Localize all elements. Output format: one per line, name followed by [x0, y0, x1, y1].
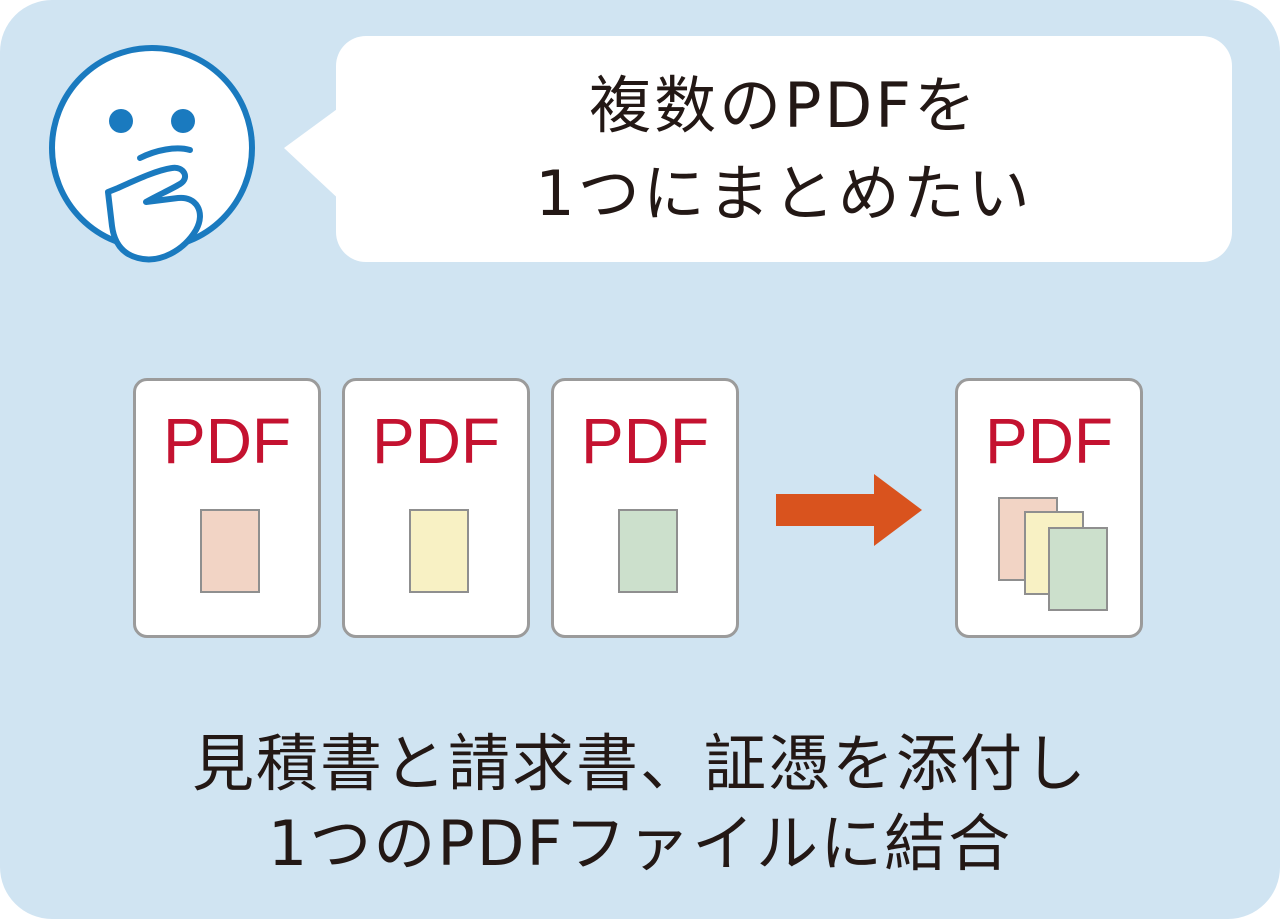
pdf-label: PDF — [581, 405, 709, 477]
caption-line-2: 1つのPDFファイルに結合 — [267, 807, 1013, 880]
pdf-label: PDF — [372, 405, 500, 477]
pdf-document-2: PDF — [342, 378, 530, 638]
page-thumbnail-green — [618, 509, 678, 593]
caption-line-1: 見積書と請求書、証憑を添付し — [191, 727, 1088, 800]
page-thumbnail-pink — [200, 509, 260, 593]
speech-line-1: 複数のPDFを — [589, 69, 979, 142]
merged-page-green — [1048, 527, 1108, 611]
speech-bubble-text: 複数のPDFを 1つにまとめたい — [336, 62, 1232, 238]
pdf-label: PDF — [985, 405, 1113, 477]
speech-bubble — [336, 36, 1232, 262]
pdf-label: PDF — [163, 405, 291, 477]
merged-pdf-document: PDF — [955, 378, 1143, 638]
pdf-document-3: PDF — [551, 378, 739, 638]
speech-bubble-tail — [284, 104, 344, 204]
page-thumbnail-yellow — [409, 509, 469, 593]
right-arrow-icon — [776, 474, 922, 546]
speech-line-2: 1つにまとめたい — [535, 157, 1033, 230]
caption: 見積書と請求書、証憑を添付し 1つのPDFファイルに結合 — [0, 724, 1280, 884]
pdf-document-1: PDF — [133, 378, 321, 638]
